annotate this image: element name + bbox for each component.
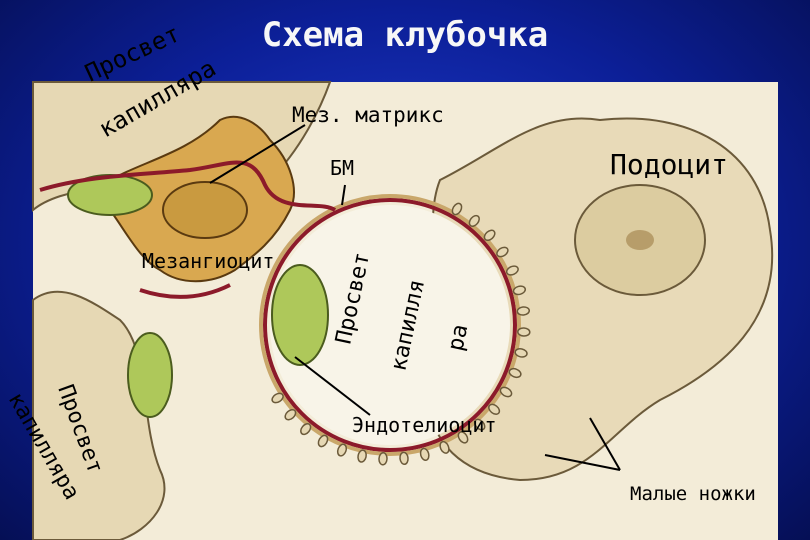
foot-processes <box>271 202 531 466</box>
label-endothelium: Эндотелиоцит <box>352 413 497 437</box>
pointer-bm <box>341 184 346 206</box>
pointer-matrix <box>209 124 306 184</box>
diagram-title: Схема клубочка <box>262 15 549 55</box>
foot-process <box>451 202 463 216</box>
endothelial-layer <box>259 194 521 456</box>
foot-process <box>496 246 509 258</box>
foot-process <box>457 431 469 444</box>
foot-process <box>357 449 367 463</box>
pointer-feet-2 <box>544 454 621 471</box>
podocyte-nucleolus <box>626 230 654 250</box>
foot-process <box>505 265 519 276</box>
foot-process <box>399 451 409 466</box>
basement-membrane <box>263 198 517 452</box>
label-foot-processes: Малые ножки <box>630 483 756 505</box>
label-podocyte: Подоцит <box>610 148 728 181</box>
foot-process <box>508 367 522 379</box>
endothelial-nucleus-left <box>271 264 329 366</box>
foot-process <box>468 214 480 227</box>
foot-process <box>271 392 284 404</box>
endothelial-nucleus-bottom <box>127 332 173 418</box>
foot-process <box>317 434 329 448</box>
foot-process <box>419 447 430 462</box>
foot-process <box>439 440 450 454</box>
pointer-feet-1 <box>589 417 621 471</box>
label-matrix: Мез. матрикс <box>292 103 444 127</box>
foot-process <box>517 327 531 337</box>
foot-process <box>499 386 513 398</box>
label-lumen-center-3: ра <box>443 322 473 353</box>
label-bm: БМ <box>330 156 354 180</box>
pointer-endothelium <box>294 356 371 416</box>
foot-process <box>300 423 312 436</box>
foot-process <box>473 418 486 431</box>
foot-process <box>336 443 348 457</box>
foot-process <box>512 285 527 296</box>
label-mesangiocyte: Мезангиоцит <box>142 249 274 273</box>
foot-process <box>378 452 388 466</box>
mesangial-nucleus <box>162 181 248 239</box>
mesangial-basement-membrane <box>39 160 337 299</box>
foot-process <box>514 348 528 358</box>
foot-process <box>483 229 496 242</box>
foot-process <box>284 408 297 421</box>
foot-process <box>488 403 501 415</box>
foot-process <box>516 306 531 316</box>
